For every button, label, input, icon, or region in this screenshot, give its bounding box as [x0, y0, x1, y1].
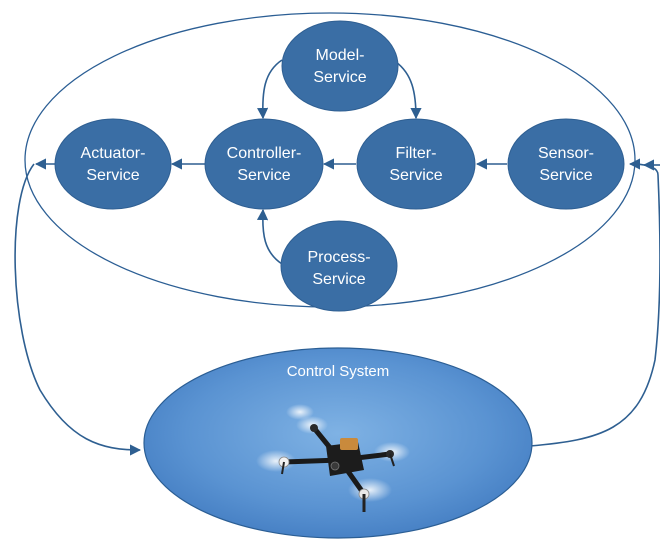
- controller-service-node[interactable]: Controller- Service: [204, 118, 324, 210]
- process-service-label-line1: Process-: [307, 249, 370, 266]
- model-service-node[interactable]: Model- Service: [281, 20, 399, 112]
- filter-service-label-line1: Filter-: [396, 145, 437, 162]
- edge-model-to-filter: [395, 61, 422, 120]
- process-service-label-line2: Service: [312, 271, 365, 288]
- quadcopter-drone-icon: [256, 404, 410, 512]
- edge-model-to-controller: [257, 59, 283, 120]
- control-system-label: Control System: [287, 363, 390, 380]
- controller-service-label-line2: Service: [237, 167, 290, 184]
- sensor-service-label-line2: Service: [539, 167, 592, 184]
- filter-service-label-line2: Service: [389, 167, 442, 184]
- actuator-service-label-line1: Actuator-: [81, 145, 146, 162]
- controller-service-label-line1: Controller-: [227, 145, 302, 162]
- process-service-node[interactable]: Process- Service: [280, 220, 398, 312]
- edge-control-system-to-platform: [529, 158, 660, 447]
- control-system-node[interactable]: Control System: [143, 347, 533, 539]
- model-service-label-line2: Service: [313, 69, 366, 86]
- edge-process-to-controller: [256, 208, 283, 265]
- sensor-service-node[interactable]: Sensor- Service: [507, 118, 625, 210]
- actuator-service-node[interactable]: Actuator- Service: [54, 118, 172, 210]
- model-service-label-line1: Model-: [316, 47, 365, 64]
- filter-service-node[interactable]: Filter- Service: [356, 118, 476, 210]
- actuator-service-label-line2: Service: [86, 167, 139, 184]
- sensor-service-label-line1: Sensor-: [538, 145, 594, 162]
- service-edges: [34, 59, 507, 265]
- edge-platform-to-control-system: [14, 163, 142, 456]
